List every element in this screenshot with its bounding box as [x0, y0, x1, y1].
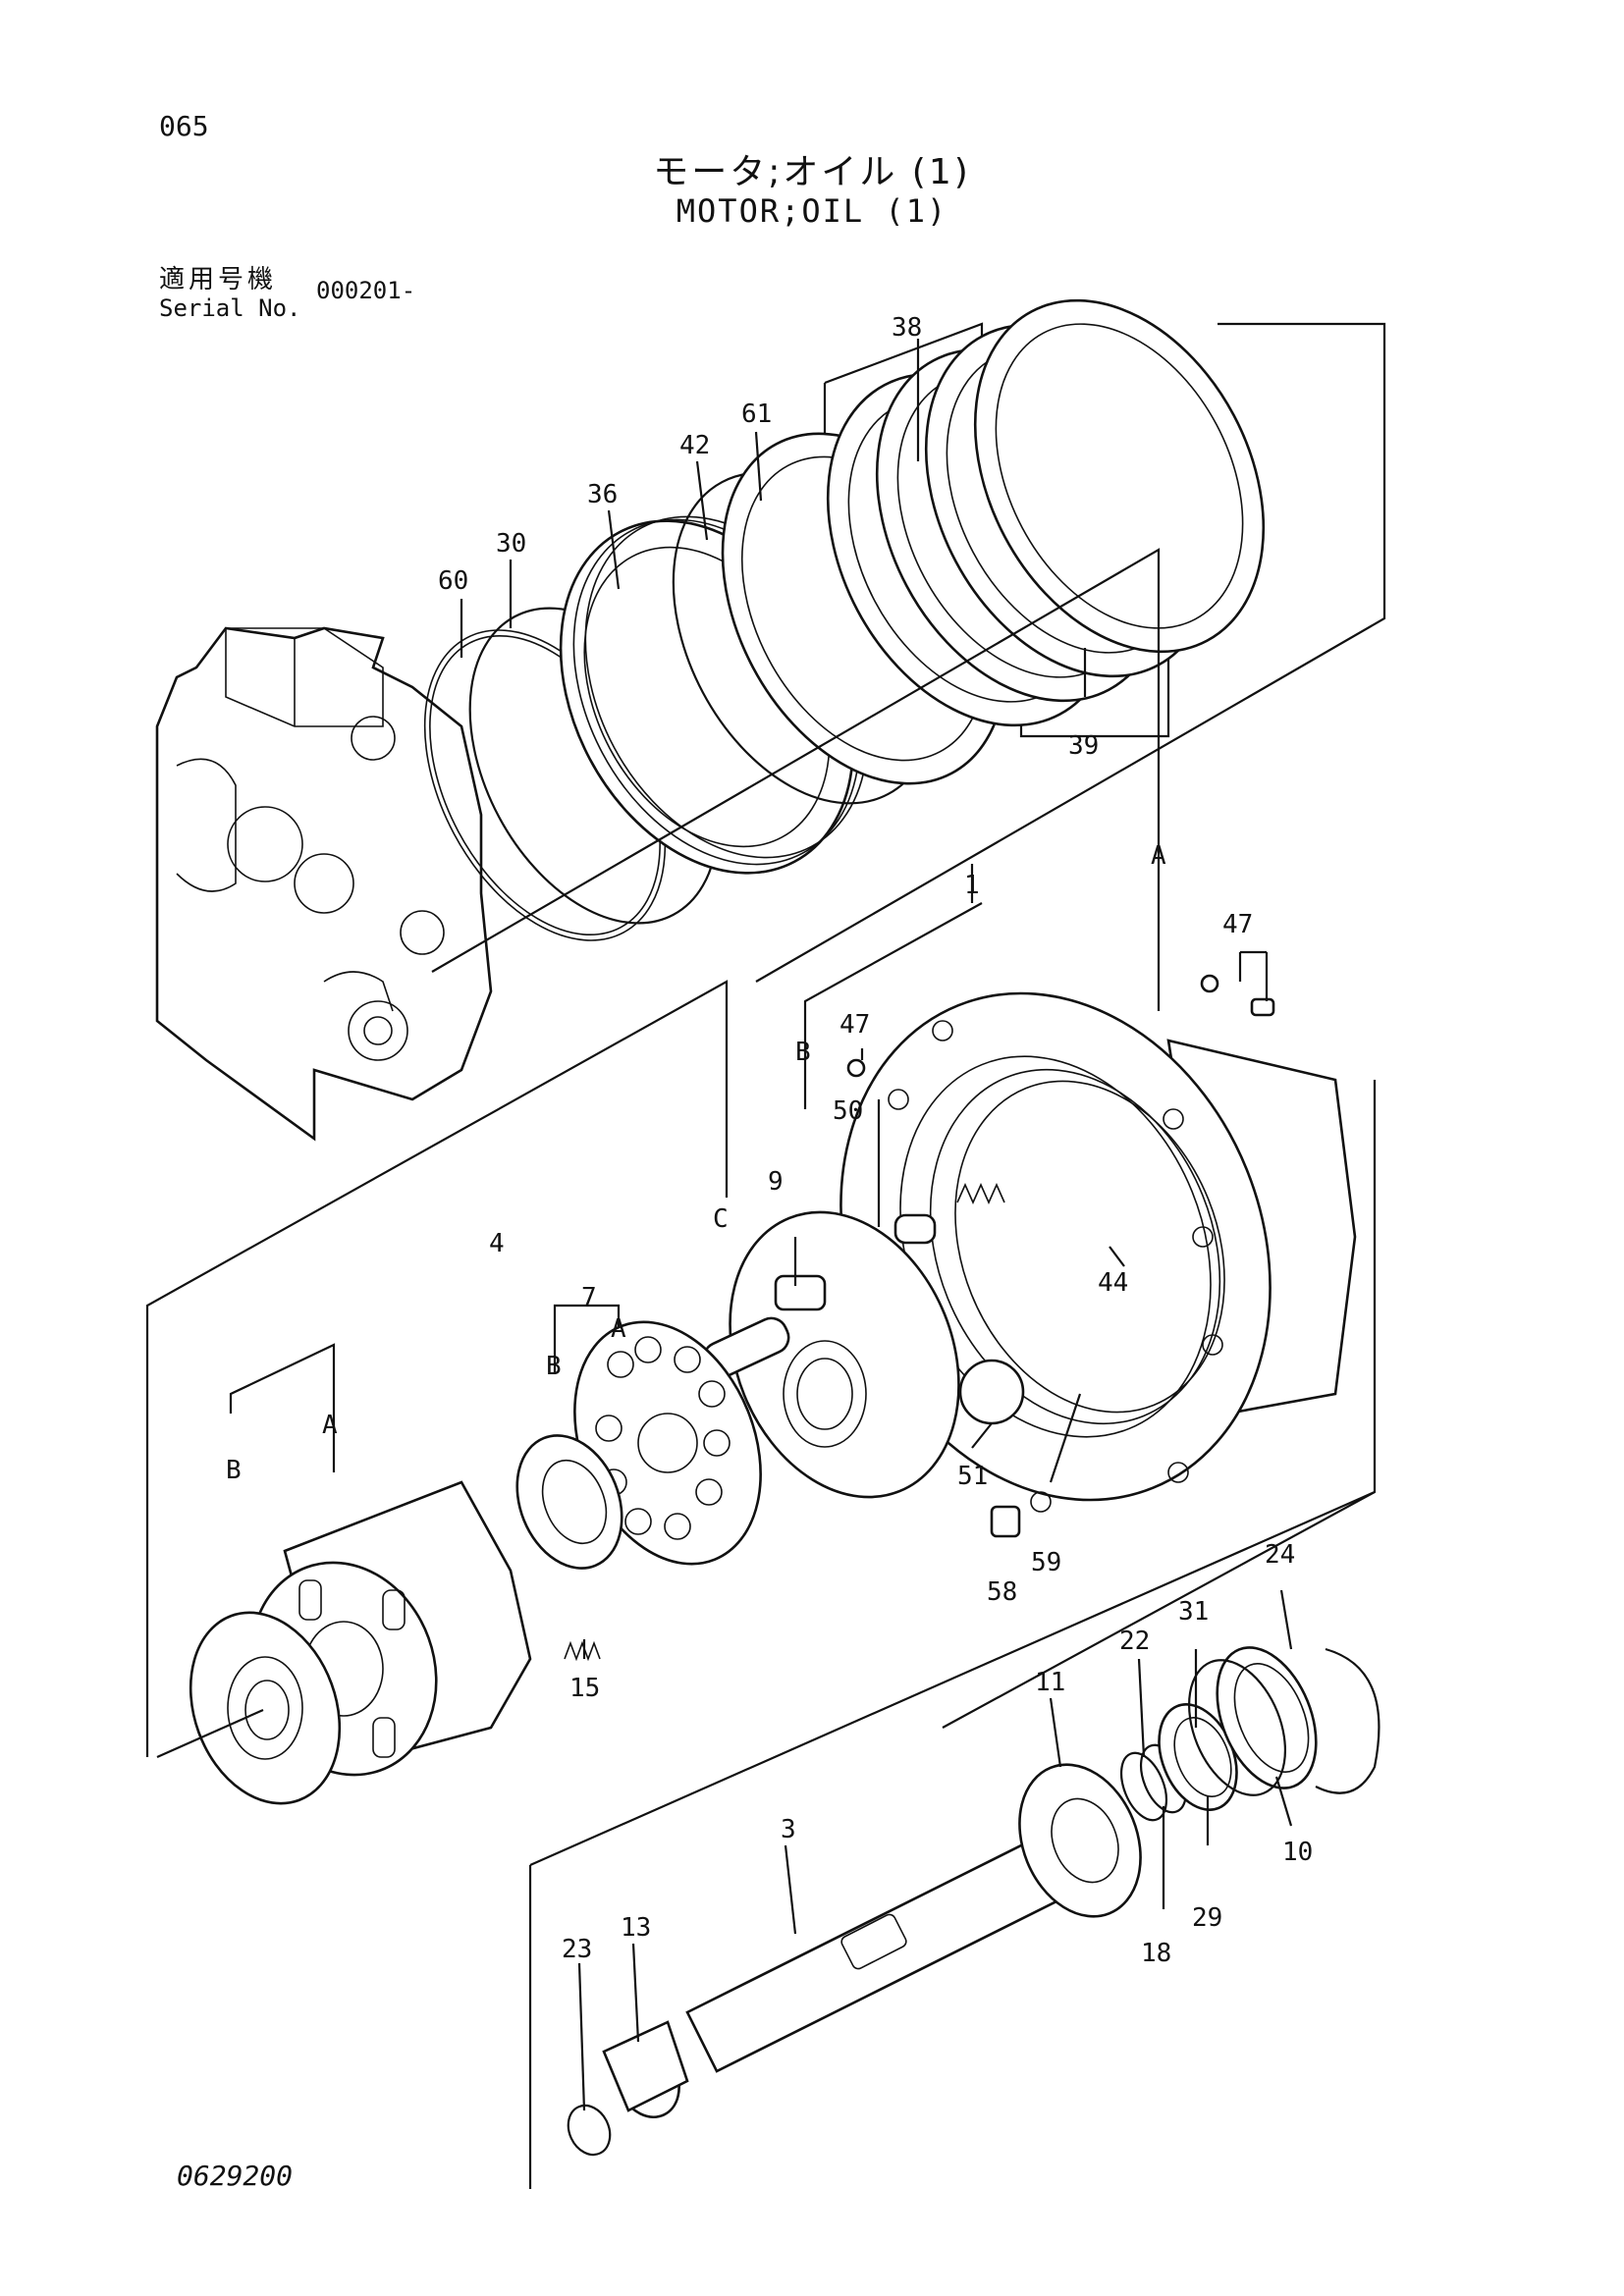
part-13-bushing: [602, 2020, 689, 2118]
part-23-snap-ring: [567, 2104, 612, 2157]
callout-4: 4: [489, 1229, 505, 1258]
callout-B-3: B: [226, 1456, 242, 1485]
callout-58: 58: [987, 1577, 1017, 1607]
page-number: 065: [159, 110, 209, 142]
part-22-ring: [1119, 1751, 1168, 1822]
callout-30: 30: [496, 529, 526, 559]
callout-50: 50: [833, 1096, 863, 1126]
serial-label-english: Serial No.: [159, 294, 301, 322]
callout-B-1: B: [795, 1038, 811, 1067]
callout-60: 60: [438, 566, 468, 596]
callout-9: 9: [768, 1167, 784, 1197]
ring-38-plates-stack: [826, 298, 1266, 727]
callout-15: 15: [569, 1674, 600, 1703]
callout-51: 51: [957, 1462, 988, 1491]
callout-47-left: 47: [839, 1010, 870, 1040]
callout-18: 18: [1141, 1939, 1171, 1968]
part-10-seal-holder: [1216, 1646, 1318, 1789]
serial-label-japanese: 適用号機: [159, 265, 278, 294]
callout-31: 31: [1178, 1597, 1209, 1627]
part-58-plug: [990, 1505, 1021, 1538]
part-24-snap-ring: [1315, 1647, 1380, 1794]
part-9-valve-plate: [729, 1210, 960, 1499]
part-47-plugs: [846, 974, 1275, 1078]
document-code: 0629200: [177, 2160, 294, 2192]
callout-13: 13: [621, 1913, 651, 1943]
part-59-oring: [1030, 1491, 1052, 1513]
callout-A-2: A: [611, 1314, 626, 1344]
callout-39: 39: [1068, 731, 1099, 761]
page-title-english: MOTOR;OIL (1): [676, 192, 948, 230]
callout-29: 29: [1192, 1903, 1222, 1933]
shaft-assembly-frame: [528, 1490, 1376, 2189]
serial-number-value: 000201-: [316, 277, 416, 304]
callout-3: 3: [781, 1815, 796, 1844]
callout-23: 23: [562, 1935, 592, 1964]
callout-A-1: A: [1151, 841, 1166, 871]
callout-1: 1: [964, 871, 980, 900]
callout-22: 22: [1119, 1627, 1150, 1656]
callout-B-2: B: [546, 1352, 562, 1381]
callout-11: 11: [1035, 1668, 1065, 1697]
callout-38: 38: [892, 313, 922, 343]
callout-labels: 38 61 42 36 30 60 39 1 A 47 47 B 50 44 9…: [226, 313, 1313, 1968]
part-4-swash-plate: [156, 1611, 342, 1805]
page-title-japanese: モータ;オイル (1): [653, 152, 971, 192]
motor-housing-casting: [155, 626, 493, 1142]
callout-C: C: [713, 1204, 729, 1234]
callout-A-3: A: [322, 1411, 338, 1440]
part-7-spherical-bushing: [515, 1434, 623, 1570]
part-11-bearing: [1018, 1763, 1142, 1918]
callout-47-right: 47: [1222, 910, 1253, 939]
callout-59: 59: [1031, 1548, 1061, 1577]
part-31-oring: [1187, 1659, 1287, 1796]
callout-42: 42: [679, 431, 710, 460]
callout-36: 36: [587, 480, 618, 509]
callout-44: 44: [1098, 1268, 1128, 1298]
callout-24: 24: [1265, 1540, 1295, 1570]
part-51-ball: [958, 1359, 1025, 1425]
part-15-spring: [564, 1640, 601, 1662]
callout-7: 7: [581, 1283, 597, 1312]
part-50-spring: [893, 1183, 1005, 1245]
callout-61: 61: [741, 400, 772, 429]
callout-10: 10: [1282, 1838, 1313, 1867]
leader-lines: [460, 339, 1293, 2111]
